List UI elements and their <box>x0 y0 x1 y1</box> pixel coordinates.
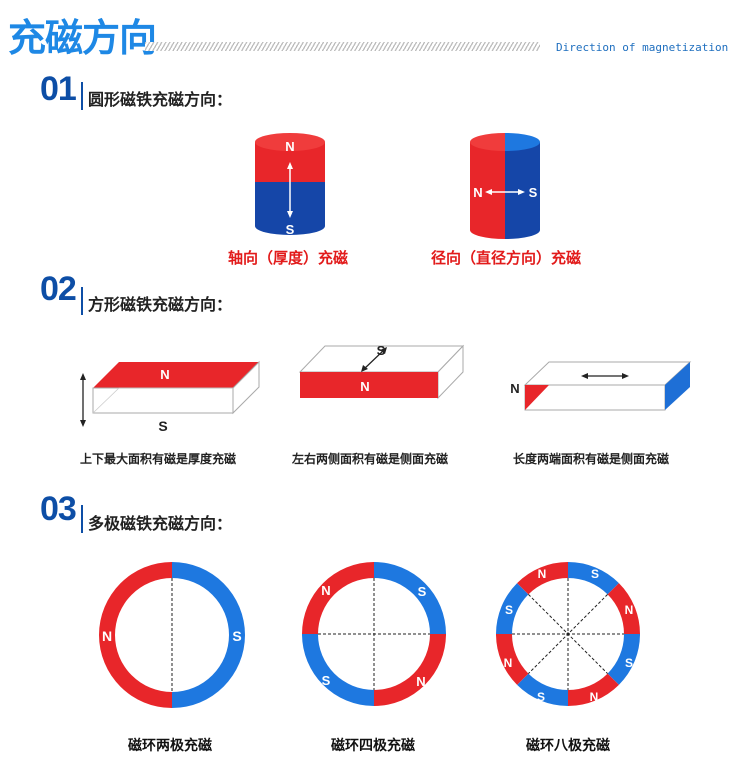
svg-text:S: S <box>418 584 427 599</box>
svg-text:N: N <box>102 628 112 644</box>
ring-four-pole-diagram: N S S N <box>302 562 446 706</box>
axial-cylinder-diagram: N S <box>255 133 325 237</box>
ring-two-pole-diagram: N S <box>99 562 245 708</box>
svg-text:S: S <box>322 673 331 688</box>
svg-text:N: N <box>473 185 482 200</box>
svg-text:N: N <box>416 674 425 689</box>
svg-text:N: N <box>321 583 330 598</box>
section-title-03: 多极磁铁充磁方向： <box>88 514 233 533</box>
block-side-diagram: S N <box>298 343 465 400</box>
caption-axial: 轴向（厚度）充磁 <box>228 249 349 267</box>
caption-diametral: 径向（直径方向）充磁 <box>431 249 582 267</box>
block-length-diagram: N <box>510 361 692 411</box>
svg-text:N: N <box>590 690 599 704</box>
page-title: 充磁方向 <box>8 16 157 60</box>
svg-text:N: N <box>360 379 369 394</box>
section-divider-01 <box>81 82 83 110</box>
caption-ring-four-pole: 磁环四极充磁 <box>331 738 415 754</box>
svg-text:N: N <box>625 603 634 617</box>
svg-text:N: N <box>538 567 547 581</box>
caption-length: 长度两端面积有磁是侧面充磁 <box>513 452 670 466</box>
caption-side: 左右两侧面积有磁是侧面充磁 <box>292 452 449 466</box>
hatch-divider <box>145 42 540 51</box>
caption-thickness: 上下最大面积有磁是厚度充磁 <box>80 452 237 466</box>
svg-text:N: N <box>504 656 513 670</box>
svg-text:S: S <box>625 656 633 670</box>
section-title-02: 方形磁铁充磁方向： <box>88 295 233 314</box>
block-thickness-diagram: N S <box>80 360 260 434</box>
svg-text:N: N <box>510 381 519 396</box>
pole-label-s: S <box>286 222 295 237</box>
caption-ring-eight-pole: 磁环八极充磁 <box>526 738 610 754</box>
section-divider-02 <box>81 287 83 315</box>
section-divider-03 <box>81 505 83 533</box>
pole-label-n: N <box>285 139 294 154</box>
caption-ring-two-pole: 磁环两极充磁 <box>128 738 212 754</box>
section-number-02: 02 <box>40 270 77 308</box>
svg-text:S: S <box>158 418 167 434</box>
section-number-03: 03 <box>40 490 77 528</box>
svg-text:S: S <box>505 603 513 617</box>
svg-text:S: S <box>591 567 599 581</box>
svg-text:N: N <box>160 367 169 382</box>
ring-eight-pole-diagram: N S N S N S N S <box>496 562 640 706</box>
section-number-01: 01 <box>40 70 77 108</box>
section-title-01: 圆形磁铁充磁方向： <box>88 90 233 109</box>
diametral-cylinder-diagram: N S <box>470 133 540 239</box>
page-subtitle: Direction of magnetization <box>556 41 729 54</box>
svg-text:S: S <box>537 690 545 704</box>
svg-text:S: S <box>232 628 241 644</box>
svg-text:S: S <box>529 185 538 200</box>
